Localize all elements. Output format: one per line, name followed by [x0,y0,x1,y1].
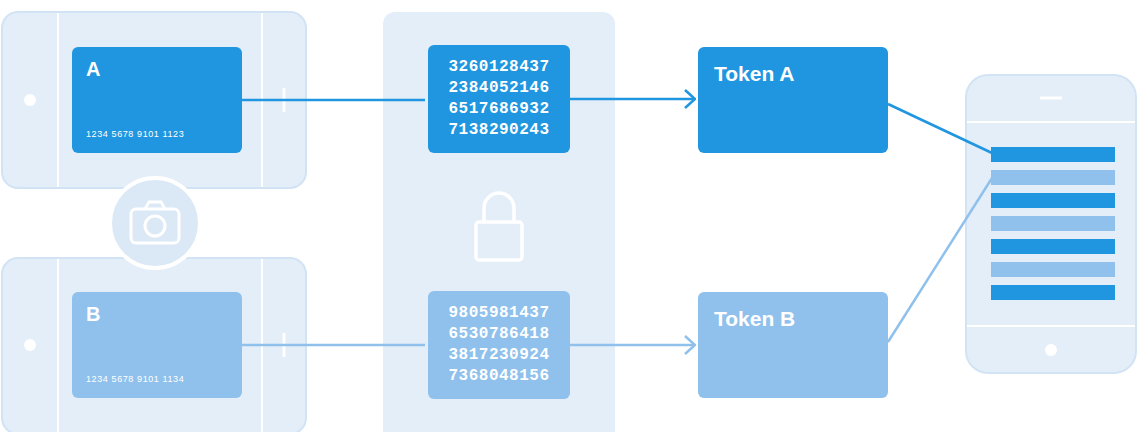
vault-panel [383,12,615,432]
token-box: Token A [698,47,888,153]
encrypted-number: 9805981437 6530786418 3817230924 7368048… [428,291,570,399]
phone-portrait [966,75,1136,373]
sync-line [888,104,992,153]
connector [570,98,695,101]
connector [242,99,425,102]
card-label: A [86,57,228,81]
card-label: B [86,302,228,326]
camera-icon [110,178,200,268]
connector [570,344,695,347]
token-box: Token B [698,292,888,398]
lock-icon [476,193,522,260]
token-list [991,147,1115,300]
sync-line [888,178,992,342]
connector [242,344,425,347]
token-label: Token B [714,306,872,332]
card: B 1234 5678 9101 1134 [72,292,242,398]
card-number: 1234 5678 9101 1123 [86,128,228,140]
card: A 1234 5678 9101 1123 [72,47,242,153]
cipher-text: 3260128437 2384052146 6517686932 7138290… [445,57,553,141]
cipher-text: 9805981437 6530786418 3817230924 7368048… [445,303,553,387]
token-label: Token A [714,61,872,87]
encrypted-number: 3260128437 2384052146 6517686932 7138290… [428,45,570,153]
card-number: 1234 5678 9101 1134 [86,373,228,385]
